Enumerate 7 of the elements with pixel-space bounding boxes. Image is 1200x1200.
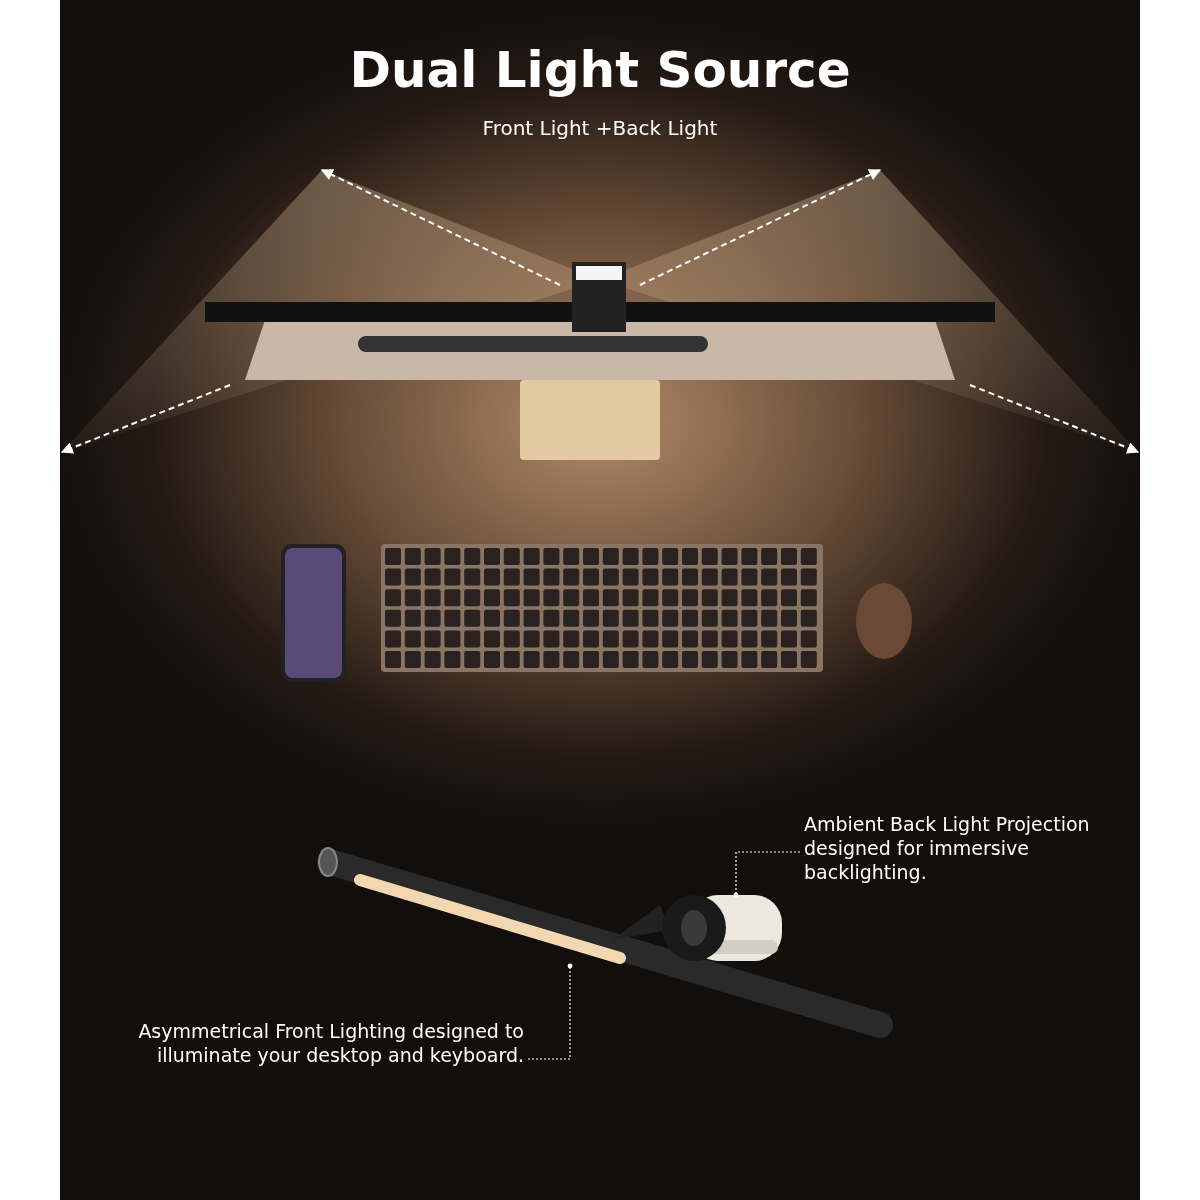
callout-text: Asymmetrical Front Lighting designed to illuminate your desktop and keyboard. xyxy=(137,1019,524,1067)
subtitle: Front Light +Back Light xyxy=(481,115,719,142)
leader-line xyxy=(733,851,801,898)
callout-text: Ambient Back Light Projection designed for immersive backlighting. xyxy=(804,812,1091,884)
title: Dual Light Source xyxy=(348,40,852,100)
lamp-head-drawing xyxy=(612,895,782,961)
leader-line xyxy=(527,963,573,1060)
